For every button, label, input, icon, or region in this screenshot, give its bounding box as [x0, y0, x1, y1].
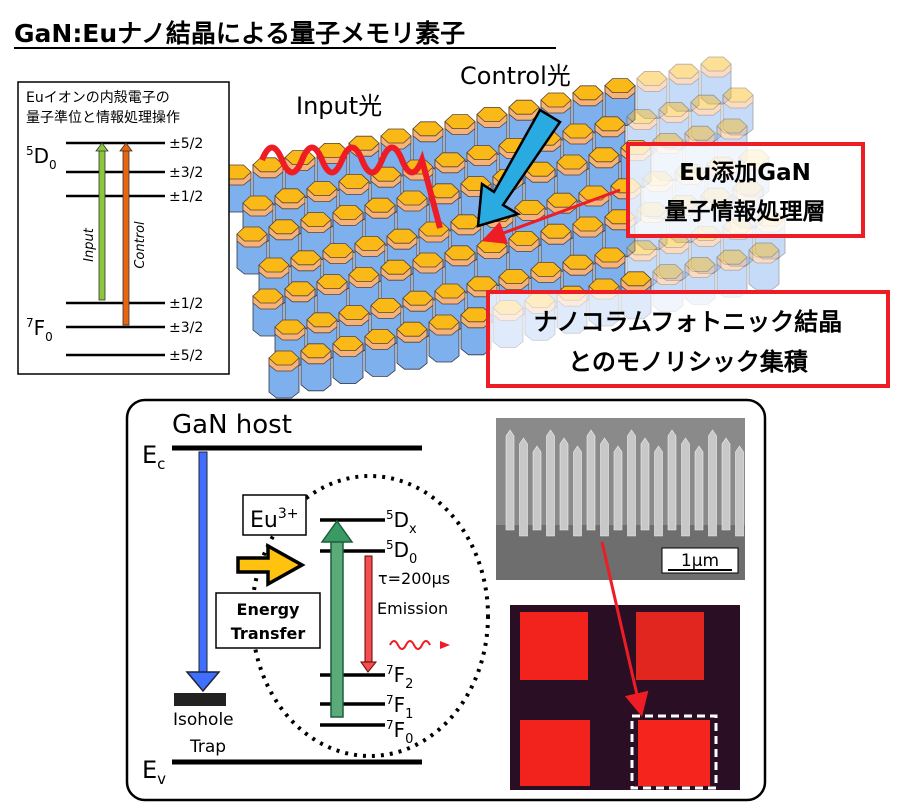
sem-nanopillar: [667, 429, 677, 531]
control-transition-arrow: [119, 142, 133, 326]
svg-text:Eu3+: Eu3+: [250, 506, 298, 533]
nanocolumn: [396, 321, 428, 370]
sem-nanopillar: [505, 429, 515, 531]
nanocolumn: [716, 249, 748, 298]
photon-wave-icon: [389, 640, 431, 650]
sem-nanopillar: [613, 445, 623, 531]
sem-nanopillar: [546, 429, 555, 537]
sem-nanopillar: [600, 437, 609, 537]
svg-text:Control: Control: [133, 221, 148, 269]
energy-transfer-diagram: GaN host Ec Ev Isohole Trap Eu3+ Energy …: [142, 410, 490, 788]
nanocolumn: [604, 78, 636, 126]
svg-text:5D0: 5D0: [386, 538, 417, 567]
svg-text:ナノコラムフォトニック結晶: ナノコラムフォトニック結晶: [534, 308, 843, 336]
sublevel-label: ±1/2: [169, 296, 203, 312]
sem-nanopillar: [721, 437, 731, 531]
nanocolumn: [364, 328, 396, 377]
svg-text:7F0: 7F0: [386, 718, 413, 747]
control-light-arrow: [476, 108, 562, 228]
svg-text:Eu添加GaN: Eu添加GaN: [679, 160, 811, 186]
sem-to-pl-arrow: [600, 541, 649, 717]
sem-nanopillar: [559, 437, 569, 531]
nanocolumn: [658, 102, 690, 150]
callout-eu-layer: Eu添加GaN 量子情報処理層: [626, 142, 865, 238]
input-light-label: Input光: [296, 92, 382, 120]
callout-monolithic: ナノコラムフォトニック結晶 とのモノリシック集積: [486, 290, 890, 388]
sem-nanopillar: [573, 445, 582, 537]
selected-region-dashed-box: [630, 714, 718, 790]
sublevel-label: ±1/2: [169, 189, 203, 205]
svg-text:Euイオンの内殻電子の: Euイオンの内殻電子の: [26, 90, 170, 106]
nanocolumn: [572, 216, 604, 265]
svg-text:Isohole: Isohole: [173, 710, 234, 730]
page-title: GaN:Euナノ結晶による量子メモリ素子: [14, 19, 465, 48]
svg-text:Trap: Trap: [189, 737, 226, 757]
input-light-arrow: [481, 188, 621, 245]
input-transition-arrow: [95, 142, 109, 301]
svg-text:GaN host: GaN host: [172, 410, 292, 440]
nanocolumn: [428, 314, 460, 363]
sublevel-label: ±3/2: [169, 165, 203, 181]
nanocolumn: [668, 63, 700, 112]
sem-image: 1μm: [496, 418, 745, 580]
svg-text:とのモノリシック集積: とのモノリシック集積: [568, 348, 808, 376]
sublevel-label: ±5/2: [169, 136, 203, 152]
sem-nanopillar: [532, 445, 542, 531]
sublevel-label: ±5/2: [169, 348, 203, 364]
sem-nanopillar: [735, 445, 744, 537]
sem-nanopillar: [681, 437, 690, 537]
svg-text:量子準位と情報処理操作: 量子準位と情報処理操作: [26, 110, 180, 126]
nanocolumn: [636, 71, 668, 119]
nanocolumn: [332, 336, 364, 384]
svg-text:1μm: 1μm: [681, 551, 719, 571]
sem-nanopillar: [586, 429, 596, 531]
nanocolumn: [460, 307, 492, 356]
svg-text:7F0: 7F0: [26, 316, 53, 344]
svg-text:Ev: Ev: [142, 756, 166, 788]
svg-text:Input: Input: [82, 227, 97, 262]
svg-text:Ec: Ec: [142, 441, 165, 473]
nanocolumn: [268, 350, 300, 399]
nanocolumn: [690, 94, 722, 143]
svg-text:5D0: 5D0: [26, 144, 57, 172]
svg-text:Transfer: Transfer: [231, 624, 306, 643]
nanocolumn: [722, 87, 754, 136]
nanocolumn: [236, 226, 268, 275]
energy-transfer-arrow: [236, 543, 306, 587]
sem-nanopillar: [694, 445, 704, 531]
sem-nanopillar: [519, 437, 528, 537]
sublevel-label: ±3/2: [169, 320, 203, 336]
quantum-levels-box: Euイオンの内殻電子の 量子準位と情報処理操作 5D0 7F0 ±5/2 ±3/…: [17, 81, 230, 375]
svg-text:量子情報処理層: 量子情報処理層: [665, 198, 826, 225]
photoluminescence-image: [510, 605, 740, 790]
sem-nanopillar: [708, 429, 717, 537]
isohole-trap-level: [174, 693, 226, 706]
sem-nanopillar: [654, 445, 663, 537]
svg-text:5Dx: 5Dx: [386, 508, 417, 537]
nanocolumn: [700, 56, 732, 105]
nanocolumn: [300, 343, 332, 392]
sem-nanopillar: [640, 437, 650, 531]
input-light-wave: [259, 144, 443, 229]
nanocolumn: [748, 242, 780, 291]
svg-text:Energy: Energy: [237, 600, 301, 619]
svg-text:τ=200μs: τ=200μs: [378, 569, 450, 588]
control-light-label: Control光: [460, 62, 571, 90]
svg-text:7F1: 7F1: [386, 693, 413, 722]
svg-text:7F2: 7F2: [386, 663, 413, 692]
svg-text:Emission: Emission: [377, 599, 448, 618]
sem-nanopillar: [627, 429, 636, 537]
nanocolumn: [562, 123, 594, 172]
